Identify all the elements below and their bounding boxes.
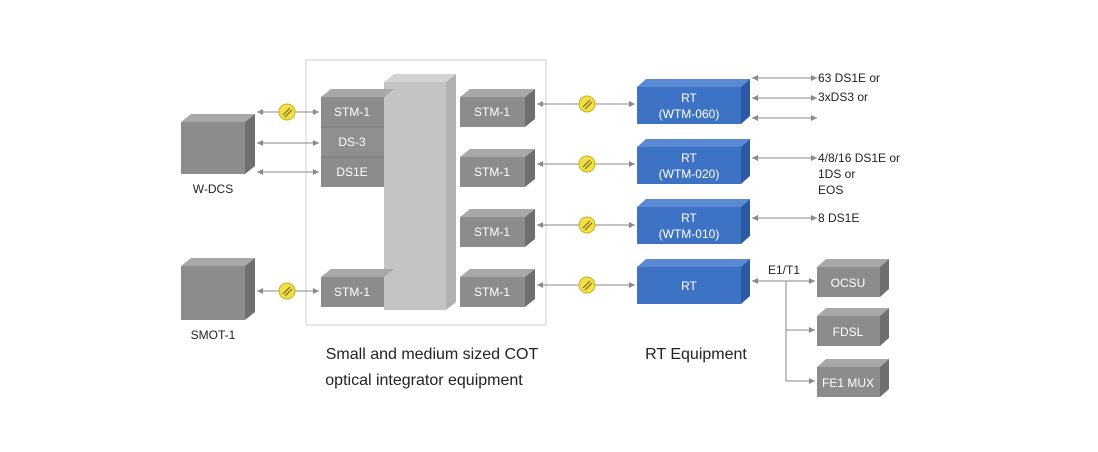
rt-branch-label: E1/T1 [768,263,800,277]
wtm060-interface-2: 3xDS3 or [818,90,868,104]
fiber-link-icon [278,103,296,121]
cot-right-card [460,209,535,247]
rt-unit-wtm020-line2: (WTM-020) [659,167,720,181]
fe1mux-label: FE1 MUX [822,376,874,390]
fiber-link-icon [578,276,596,294]
rt-unit-wtm060-line2: (WTM-060) [659,107,720,121]
fiber-link-icon [578,155,596,173]
rt-unit-generic-label: RT [681,279,697,293]
cot-right-card [460,149,535,187]
cot-port-stm1-bottom-left: STM-1 [334,285,370,299]
cot-left-stack [321,89,394,187]
wtm020-interface-2: 1DS or [818,167,855,181]
cot-port-stm1-right-1: STM-1 [474,105,510,119]
wtm020-interface-1: 4/8/16 DS1E or [818,151,900,165]
cot-bottom-left-card [321,269,394,307]
cot-caption-line2: optical integrator equipment [325,372,523,389]
smot-label: SMOT-1 [191,328,236,342]
rt-unit-wtm010-line1: RT [681,211,697,225]
fdsl-label: FDSL [833,325,864,339]
ocsu-box [817,259,889,297]
fiber-link-icon [278,282,296,300]
wtm010-interface-1: 8 DS1E [818,211,859,225]
fiber-link-icon [578,95,596,113]
rt-unit-wtm010 [637,199,750,244]
wtm020-interface-3: EOS [818,183,843,197]
cot-enclosure [305,59,547,326]
wdcs-box [181,114,255,174]
rt-unit-wtm060-line1: RT [681,91,697,105]
rt-caption: RT Equipment [645,346,747,363]
rt-unit-generic [637,259,750,304]
cot-right-card [460,269,535,307]
ocsu-label: OCSU [831,276,866,290]
rt-unit-wtm020 [637,139,750,184]
cot-port-ds1e: DS1E [336,165,367,179]
wtm060-interface-1: 63 DS1E or [818,71,880,85]
wdcs-label: W-DCS [193,182,233,196]
cot-port-stm1-left: STM-1 [334,105,370,119]
cot-port-ds3: DS-3 [338,135,366,149]
cot-port-stm1-right-2: STM-1 [474,165,510,179]
cot-backplane [384,74,456,310]
cot-port-stm1-right-4: STM-1 [474,285,510,299]
rt-unit-wtm060 [637,79,750,124]
fiber-link-icon [578,216,596,234]
cot-port-stm1-right-3: STM-1 [474,225,510,239]
cot-right-card [460,89,535,127]
fe1mux-box [817,359,889,397]
cot-caption-line1: Small and medium sized COT [326,346,539,363]
rt-unit-wtm020-line1: RT [681,151,697,165]
fdsl-box [817,308,889,346]
rt-unit-wtm010-line2: (WTM-010) [659,227,720,241]
smot-box [181,258,255,320]
